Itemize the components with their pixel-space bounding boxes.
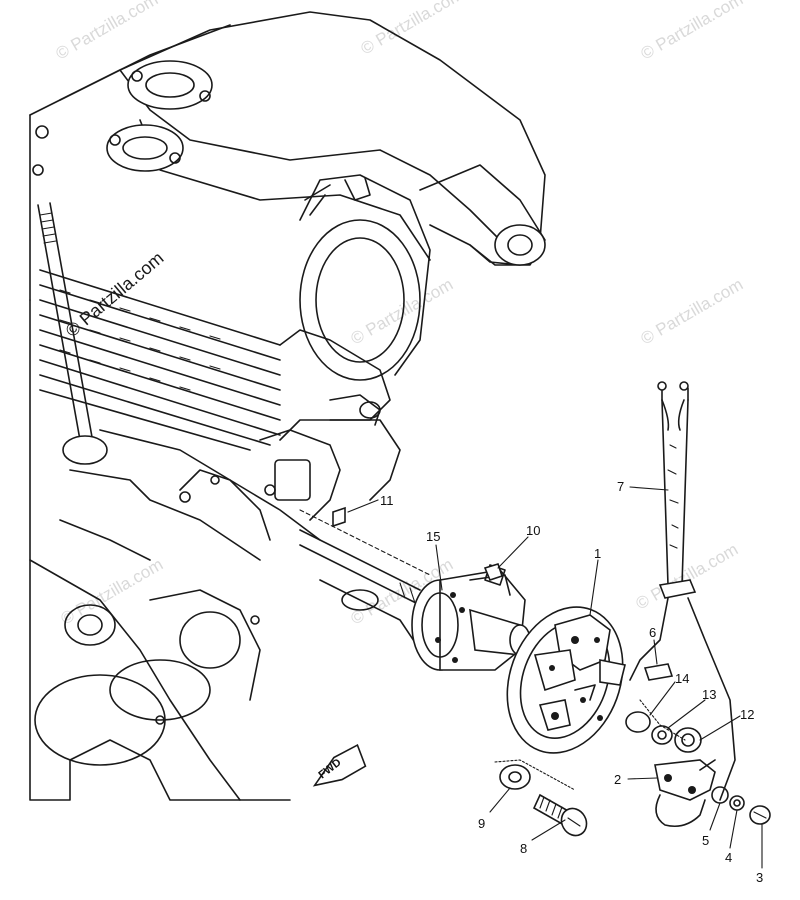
callout-5: 5	[702, 833, 709, 848]
part-11-key	[332, 506, 346, 528]
part-6-felt	[643, 663, 674, 681]
leader-13	[667, 699, 706, 729]
part-3-screw	[749, 805, 771, 825]
leader-4	[729, 809, 738, 849]
watermark-text: © Partzilla.com	[348, 275, 457, 349]
leader-1	[589, 559, 599, 616]
callout-10: 10	[526, 523, 540, 538]
forward-direction-arrow: FWD	[312, 743, 367, 787]
leader-10	[497, 536, 529, 569]
leader-15	[435, 544, 443, 591]
part-1-breaker-plate	[506, 606, 626, 754]
assembly-guide-lines	[299, 509, 686, 791]
callout-13: 13	[702, 687, 716, 702]
watermark-text: © Partzilla.com	[633, 540, 742, 614]
part-7-wire-harness	[629, 381, 736, 801]
callout-6: 6	[649, 625, 656, 640]
leader-6	[653, 639, 658, 665]
callout-2: 2	[614, 772, 621, 787]
part-13-washer-hole	[657, 730, 667, 740]
leader-2	[627, 777, 658, 780]
leader-7	[629, 486, 669, 491]
watermark-text: © Partzilla.com	[358, 0, 467, 58]
leader-11	[347, 499, 379, 513]
engine-crankcase-drawing	[29, 11, 546, 801]
part-13-washer	[651, 725, 673, 745]
watermark-text: © Partzilla.com	[58, 555, 167, 629]
callout-1: 1	[594, 546, 601, 561]
leader-14	[649, 681, 676, 716]
leader-5	[709, 802, 721, 831]
callout-11: 11	[380, 493, 394, 508]
callout-4: 4	[725, 850, 732, 865]
callout-7: 7	[617, 479, 624, 494]
part-14-washer	[625, 711, 651, 733]
part-4-washer	[729, 795, 745, 811]
part-2-contact-bracket	[654, 759, 716, 828]
cooling-fins	[39, 269, 281, 451]
watermark-text: © Partzilla.com	[638, 275, 747, 349]
part-8-screw	[532, 793, 588, 837]
callout-12: 12	[740, 707, 754, 722]
callout-15: 15	[426, 529, 440, 544]
part-12-bushing	[674, 727, 702, 753]
callout-8: 8	[520, 841, 527, 856]
callout-numbers: 11 15 10 1 7 6 14 13 12 2 9 8 5 4 3	[380, 479, 763, 885]
part-15-stator	[411, 564, 531, 671]
watermark-text: © Partzilla.com	[638, 0, 747, 63]
callout-leaders	[347, 486, 763, 869]
callout-9: 9	[478, 816, 485, 831]
callout-14: 14	[675, 671, 689, 686]
part-4-washer-hole	[733, 799, 741, 807]
callout-3: 3	[756, 870, 763, 885]
leader-12	[699, 715, 741, 741]
leader-8	[531, 819, 566, 841]
part-9-washer	[499, 764, 531, 790]
leader-9	[489, 787, 511, 813]
watermark-text: © Partzilla.com	[53, 0, 162, 63]
